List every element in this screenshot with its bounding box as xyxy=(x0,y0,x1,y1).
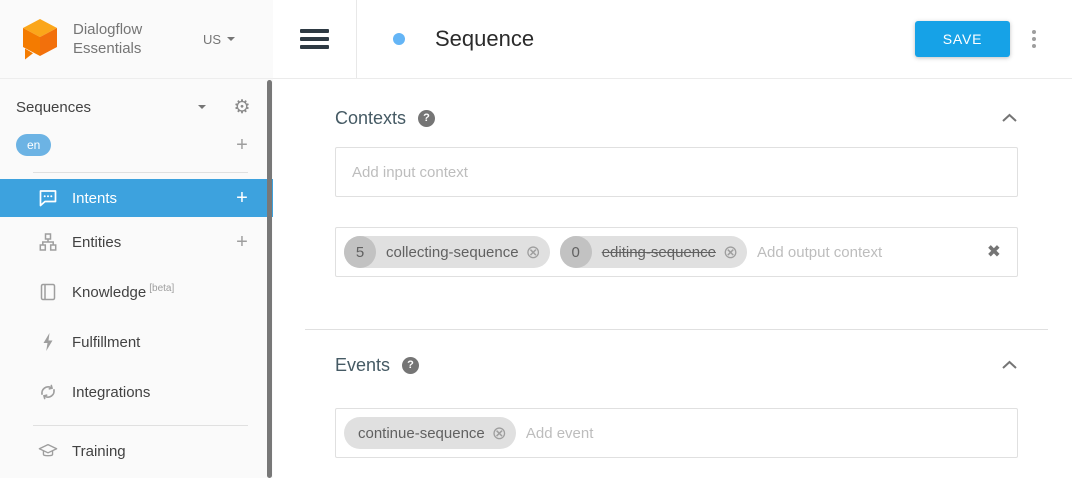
add-language-icon[interactable]: + xyxy=(236,133,248,156)
output-context-chip: 0 editing-sequence ⊗ xyxy=(559,236,748,268)
event-chip-label: continue-sequence xyxy=(358,424,485,442)
output-context-field[interactable] xyxy=(757,243,987,261)
sidebar-item-label: Intents xyxy=(72,189,118,207)
events-heading-row: Events ? xyxy=(335,352,1018,378)
contexts-heading: Contexts xyxy=(335,107,407,128)
sidebar-body: Sequences ⚙ en + xyxy=(0,79,273,476)
sidebar-item-label: Fulfillment xyxy=(72,333,141,351)
events-heading: Events xyxy=(335,354,391,375)
help-icon[interactable]: ? xyxy=(418,109,436,127)
region-label: US xyxy=(202,31,221,47)
save-button[interactable]: SAVE xyxy=(915,21,1010,57)
region-selector[interactable]: US xyxy=(203,32,235,47)
chevron-down-icon[interactable] xyxy=(198,105,206,109)
sidebar-item-integrations[interactable]: Integrations xyxy=(0,367,273,417)
remove-context-icon[interactable]: ⊗ xyxy=(525,242,541,262)
sidebar-nav: Intents + Entities + xyxy=(0,179,273,476)
remove-context-icon[interactable]: ⊗ xyxy=(722,242,739,262)
contexts-heading-row: Contexts ? xyxy=(335,105,1018,131)
dialogflow-logo-icon xyxy=(23,19,57,60)
context-lifespan-badge[interactable]: 0 xyxy=(559,236,592,268)
sidebar-item-knowledge[interactable]: Knowledge[beta] xyxy=(0,267,273,317)
sidebar-item-training[interactable]: Training xyxy=(0,426,273,476)
sidebar: Dialogflow Essentials US Sequences ⚙ en … xyxy=(0,0,273,478)
contexts-section: Contexts ? 5 collecting-sequence xyxy=(335,105,1018,277)
collapse-events-button[interactable] xyxy=(1001,360,1018,370)
section-divider xyxy=(305,329,1048,330)
add-event-field[interactable] xyxy=(525,424,1001,442)
intent-status-dot xyxy=(393,33,405,45)
intent-content: Contexts ? 5 collecting-sequence xyxy=(273,79,1072,458)
language-badge[interactable]: en xyxy=(16,134,52,156)
page-title: Sequence xyxy=(435,26,535,51)
sidebar-header: Dialogflow Essentials US xyxy=(0,0,273,79)
chevron-down-icon xyxy=(227,37,235,41)
remove-event-icon[interactable]: ⊗ xyxy=(491,423,507,443)
sidebar-scrollbar[interactable] xyxy=(267,80,272,478)
add-intent-icon[interactable]: + xyxy=(236,186,248,209)
sidebar-item-intents[interactable]: Intents + xyxy=(0,179,273,217)
sidebar-divider xyxy=(33,425,248,426)
chat-bubble-icon xyxy=(38,189,58,207)
event-chip: continue-sequence ⊗ xyxy=(344,417,516,449)
sidebar-item-label: Entities xyxy=(72,233,122,251)
clear-contexts-icon[interactable]: ✖ xyxy=(986,242,1001,261)
sidebar-item-entities[interactable]: Entities + xyxy=(0,217,273,267)
sidebar-item-label: Training xyxy=(72,442,126,460)
chevron-up-icon xyxy=(1002,113,1017,122)
sidebar-item-label: Integrations xyxy=(72,383,151,401)
events-section: Events ? continue-sequence ⊗ xyxy=(335,352,1018,458)
output-context-box: 5 collecting-sequence ⊗ 0 editing-sequen… xyxy=(335,227,1018,277)
sidebar-divider xyxy=(33,172,248,173)
brand-name: Dialogflow Essentials xyxy=(73,20,143,58)
more-options-icon[interactable] xyxy=(1028,24,1040,54)
context-chip-label: editing-sequence xyxy=(601,243,716,261)
input-context-field[interactable] xyxy=(352,163,1001,181)
agent-selector[interactable]: Sequences xyxy=(16,98,92,116)
graduation-cap-icon xyxy=(38,442,58,460)
input-context-box xyxy=(335,147,1018,197)
context-chip-label: collecting-sequence xyxy=(386,243,519,261)
help-icon[interactable]: ? xyxy=(402,356,420,374)
language-row: en + xyxy=(0,126,273,164)
main-area: Sequence SAVE Contexts ? xyxy=(273,0,1072,478)
agent-selector-row: Sequences ⚙ xyxy=(0,88,273,126)
sidebar-item-label: Knowledge[beta] xyxy=(72,283,175,301)
entities-icon xyxy=(38,232,58,252)
menu-toggle[interactable] xyxy=(273,0,357,78)
beta-tag: [beta] xyxy=(149,283,175,294)
hamburger-icon xyxy=(300,29,329,49)
sidebar-item-fulfillment[interactable]: Fulfillment xyxy=(0,317,273,367)
context-lifespan-badge[interactable]: 5 xyxy=(344,236,376,268)
output-context-chip: 5 collecting-sequence ⊗ xyxy=(344,236,550,268)
add-entity-icon[interactable]: + xyxy=(236,230,248,253)
sync-icon xyxy=(38,382,58,402)
lightning-bolt-icon xyxy=(38,332,58,352)
gear-icon[interactable]: ⚙ xyxy=(233,96,251,118)
collapse-contexts-button[interactable] xyxy=(1001,113,1018,123)
events-box: continue-sequence ⊗ xyxy=(335,408,1018,458)
book-icon xyxy=(38,282,58,302)
chevron-up-icon xyxy=(1002,360,1017,369)
intent-header: Sequence SAVE xyxy=(273,0,1072,79)
